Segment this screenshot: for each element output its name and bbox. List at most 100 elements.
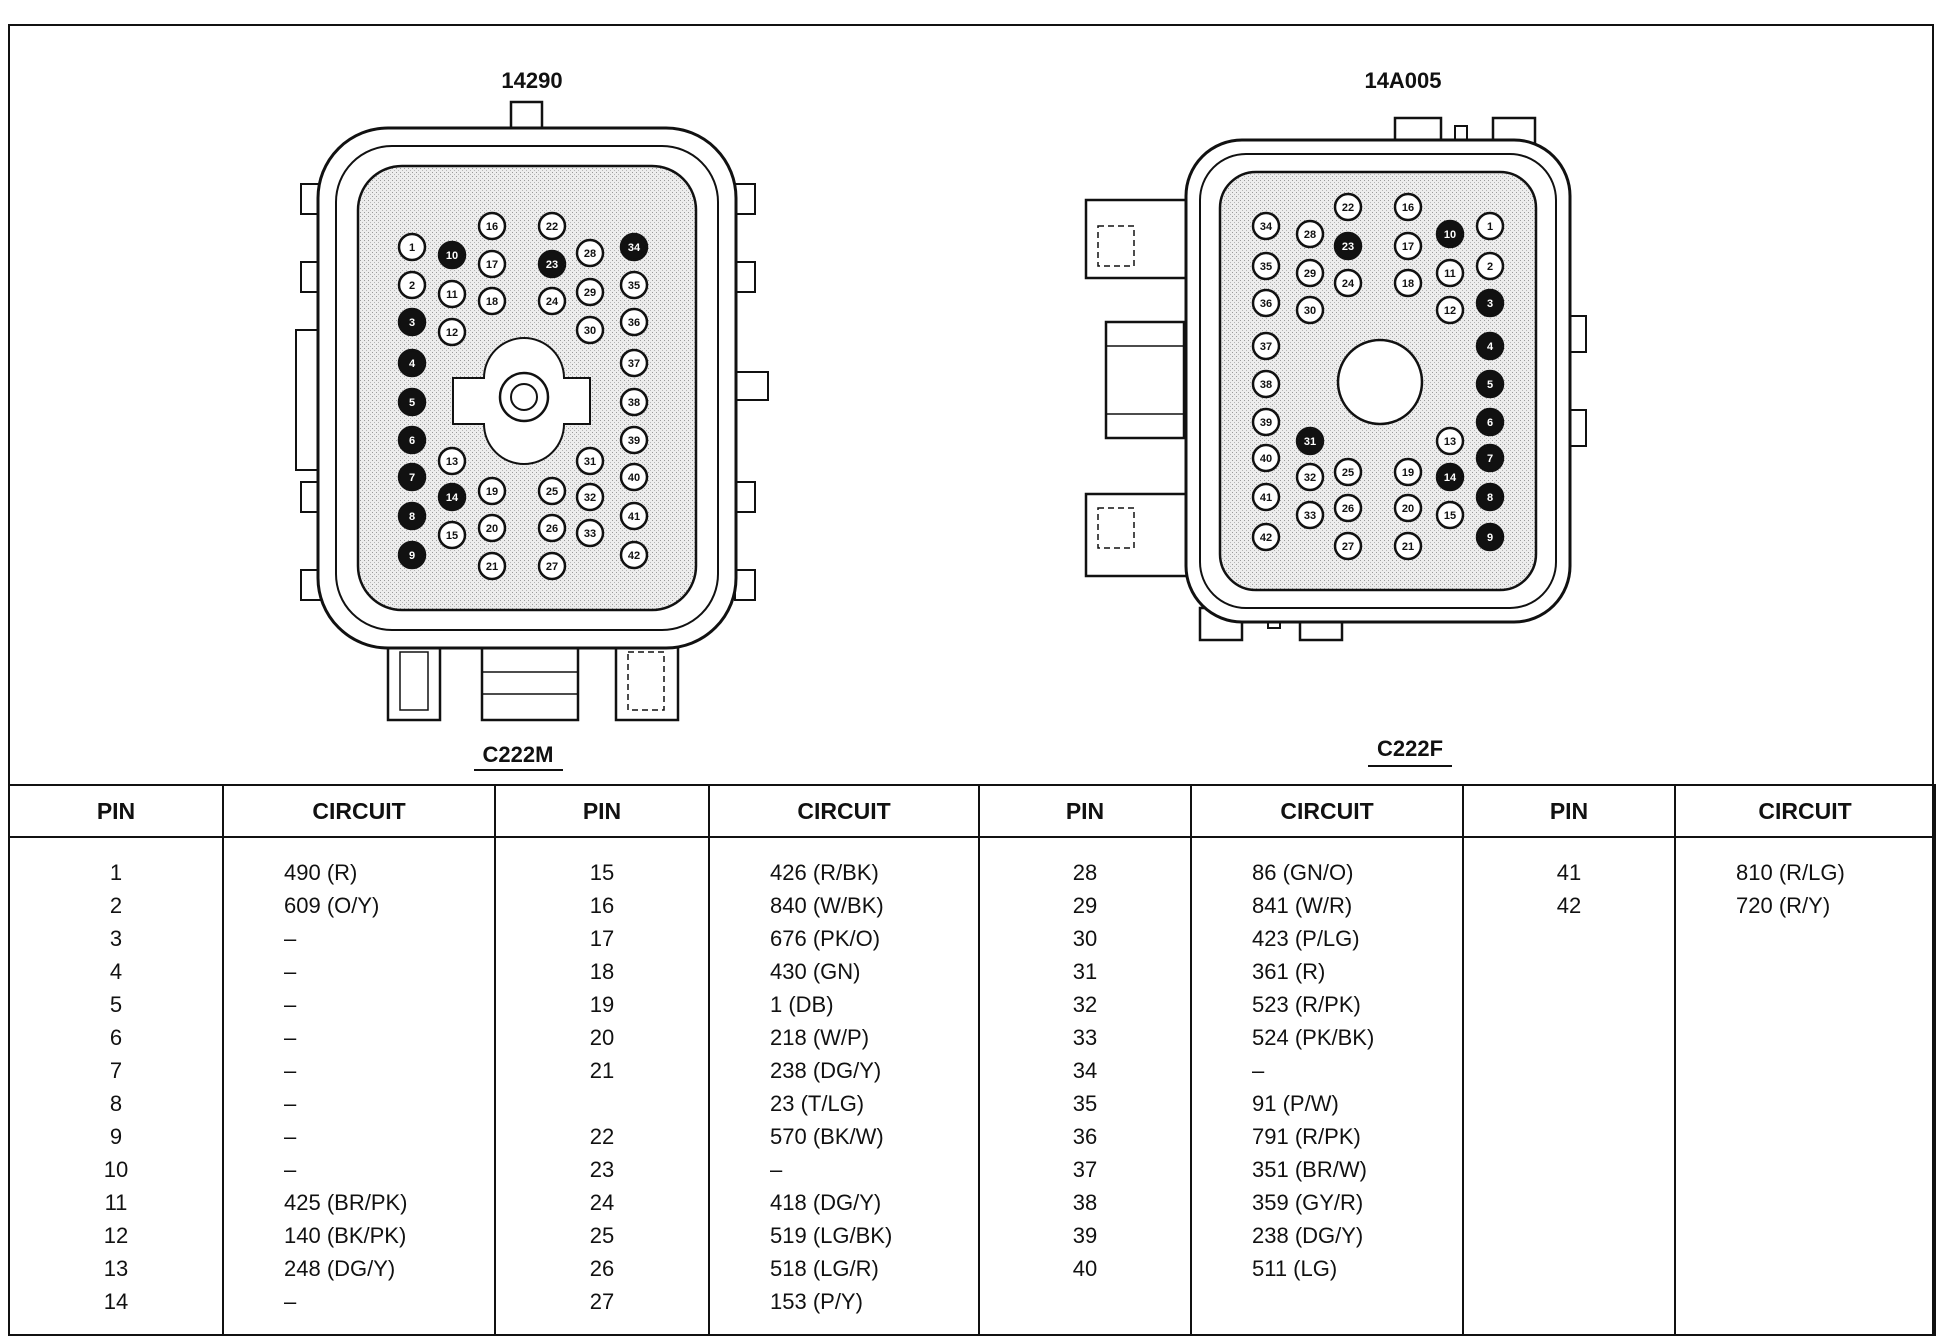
pin-socket	[1333, 192, 1363, 222]
circuit-cell: –	[1252, 1058, 1265, 1083]
pin-number: 3	[409, 317, 415, 329]
pin-socket	[1393, 192, 1423, 222]
pin-37: 37	[1251, 331, 1281, 361]
pin-37: 37	[619, 348, 649, 378]
pin-cell: 13	[103, 1256, 129, 1281]
circuit-cell: 430 (GN)	[770, 959, 861, 984]
circuit-column-2: 426 (R/BK)840 (W/BK)676 (PK/O)430 (GN)1 …	[708, 837, 980, 1336]
pin-number: 27	[546, 561, 558, 573]
pin-socket	[397, 270, 427, 300]
pin-10: 10	[1435, 219, 1465, 249]
circuit-cell: 23 (T/LG)	[770, 1091, 865, 1116]
pin-number: 15	[446, 530, 458, 542]
pin-33: 33	[575, 518, 605, 548]
circuit-cell: –	[284, 1091, 297, 1116]
pin-number: 30	[1304, 305, 1316, 317]
pin-cell: 15	[589, 860, 615, 885]
pin-socket	[1251, 522, 1281, 552]
pin-23: 23	[537, 249, 567, 279]
pin-19: 19	[1393, 457, 1423, 487]
pin-socket	[437, 240, 467, 270]
pin-socket	[397, 540, 427, 570]
pin-socket	[477, 211, 507, 241]
pin-socket	[477, 551, 507, 581]
circuit-cell: –	[284, 959, 297, 984]
pin-socket	[575, 446, 605, 476]
circuit-cell: 720 (R/Y)	[1736, 893, 1831, 918]
pin-22: 22	[537, 211, 567, 241]
pin-34: 34	[619, 232, 649, 262]
pin-number: 16	[1402, 202, 1414, 214]
circuit-cell: 841 (W/R)	[1252, 893, 1353, 918]
circuit-cell: 153 (P/Y)	[770, 1289, 863, 1314]
pin-15: 15	[437, 520, 467, 550]
pin-14: 14	[437, 482, 467, 512]
pin-17: 17	[477, 249, 507, 279]
pin-number: 2	[409, 280, 415, 292]
pin-number: 4	[1487, 341, 1494, 353]
pin-number: 42	[1260, 532, 1272, 544]
pin-number: 26	[546, 523, 558, 535]
pin-11: 11	[437, 279, 467, 309]
pin-cell: 24	[589, 1190, 615, 1215]
pin-number: 14	[1444, 472, 1457, 484]
circuit-cell: 1 (DB)	[770, 992, 834, 1017]
pin-number: 36	[628, 317, 640, 329]
pin-socket	[437, 482, 467, 512]
pin-socket	[619, 387, 649, 417]
pin-number: 22	[1342, 202, 1354, 214]
pin-number: 12	[1444, 305, 1456, 317]
pin-circuit-table: PIN CIRCUIT PIN CIRCUIT PIN CIRCUIT PIN …	[8, 784, 1936, 1336]
pin-1: 1	[1475, 211, 1505, 241]
pin-35: 35	[1251, 251, 1281, 281]
circuit-cell: 676 (PK/O)	[770, 926, 881, 951]
pin-12: 12	[437, 317, 467, 347]
pin-cell: 8	[109, 1091, 123, 1116]
pin-socket	[477, 286, 507, 316]
pin-30: 30	[1295, 295, 1325, 325]
pin-socket	[537, 211, 567, 241]
pin-number: 25	[546, 486, 558, 498]
pin-socket	[397, 501, 427, 531]
pin-cell: 25	[589, 1223, 615, 1248]
pin-number: 13	[446, 456, 458, 468]
pin-number: 9	[1487, 532, 1493, 544]
circuit-column-4: 810 (R/LG)720 (R/Y)	[1674, 837, 1936, 1336]
pin-10: 10	[437, 240, 467, 270]
pin-cell: 4	[109, 959, 123, 984]
pin-socket	[619, 501, 649, 531]
pin-26: 26	[537, 513, 567, 543]
pin-number: 37	[1260, 341, 1272, 353]
pin-31: 31	[1295, 426, 1325, 456]
pin-13: 13	[1435, 426, 1465, 456]
pin-cell: 12	[103, 1223, 129, 1248]
pin-socket	[477, 513, 507, 543]
pin-25: 25	[537, 476, 567, 506]
pin-number: 27	[1342, 541, 1354, 553]
pin-cell: 33	[1072, 1025, 1098, 1050]
pin-cell: 14	[103, 1289, 129, 1314]
column-header-pin: PIN	[8, 784, 224, 838]
pin-socket	[575, 518, 605, 548]
pin-cell: 36	[1072, 1124, 1098, 1149]
pin-socket	[1475, 211, 1505, 241]
circuit-cell: 523 (R/PK)	[1252, 992, 1361, 1017]
table-header-row: PIN CIRCUIT PIN CIRCUIT PIN CIRCUIT PIN …	[8, 784, 1936, 838]
pin-socket	[1393, 231, 1423, 261]
pin-cell: 35	[1072, 1091, 1098, 1116]
pin-socket	[537, 286, 567, 316]
pin-cell: 10	[103, 1157, 129, 1182]
pin-number: 39	[1260, 417, 1272, 429]
connector-c222f-part-number: 14A005	[1364, 68, 1441, 93]
circuit-cell: 609 (O/Y)	[284, 893, 380, 918]
column-header-pin: PIN	[1462, 784, 1676, 838]
pin-22: 22	[1333, 192, 1363, 222]
pin-cell: 29	[1072, 893, 1098, 918]
pin-number: 35	[1260, 261, 1272, 273]
column-header-circuit: CIRCUIT	[708, 784, 980, 838]
pin-32: 32	[1295, 462, 1325, 492]
column-header-circuit: CIRCUIT	[1190, 784, 1464, 838]
pin-9: 9	[397, 540, 427, 570]
column-header-circuit: CIRCUIT	[1674, 784, 1936, 838]
